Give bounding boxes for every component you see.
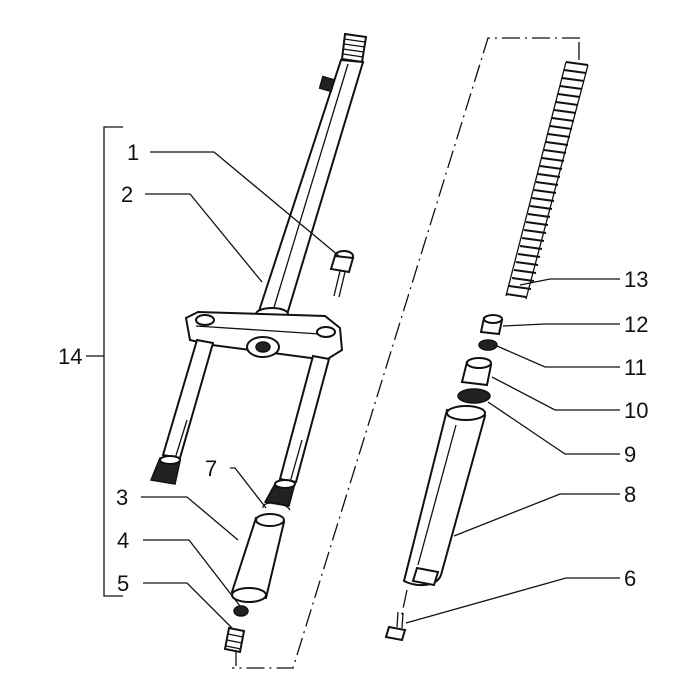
callout-3: 3 (116, 485, 128, 510)
threaded-top (340, 32, 368, 64)
assembly-bracket (86, 126, 123, 597)
callout-13: 13 (624, 267, 648, 292)
ring-part-11 (478, 339, 498, 351)
callout-4: 4 (117, 528, 129, 553)
clip-part-7 (262, 502, 291, 511)
callout-2: 2 (121, 182, 133, 207)
seal-part-9 (457, 388, 491, 404)
nut-part-5 (223, 626, 246, 654)
callout-10: 10 (624, 398, 648, 423)
fork-stanchion-assembly (149, 32, 368, 654)
callout-14: 14 (58, 344, 82, 369)
washer-part-4 (233, 605, 249, 617)
callout-5: 5 (117, 571, 129, 596)
callout-12: 12 (624, 312, 648, 337)
callout-9: 9 (624, 442, 636, 467)
slider-tube-part-8 (402, 405, 487, 587)
callout-11: 11 (624, 355, 647, 380)
bolt-part-6 (384, 611, 407, 642)
callout-1: 1 (127, 140, 139, 165)
slider-assembly (384, 61, 589, 642)
left-leg-tube (161, 338, 215, 460)
callout-labels: 1 2 3 4 5 6 7 8 9 10 11 12 13 14 (58, 140, 648, 596)
fork-crown (184, 310, 344, 362)
coil-spring-part-13 (505, 61, 589, 300)
damper-cylinder-part-3 (230, 513, 286, 603)
leader-lines (141, 151, 620, 629)
callout-6: 6 (624, 566, 636, 591)
bolt-part-1 (329, 250, 355, 298)
right-leg-tube (278, 354, 331, 484)
callout-8: 8 (624, 482, 636, 507)
callout-7: 7 (205, 456, 217, 481)
